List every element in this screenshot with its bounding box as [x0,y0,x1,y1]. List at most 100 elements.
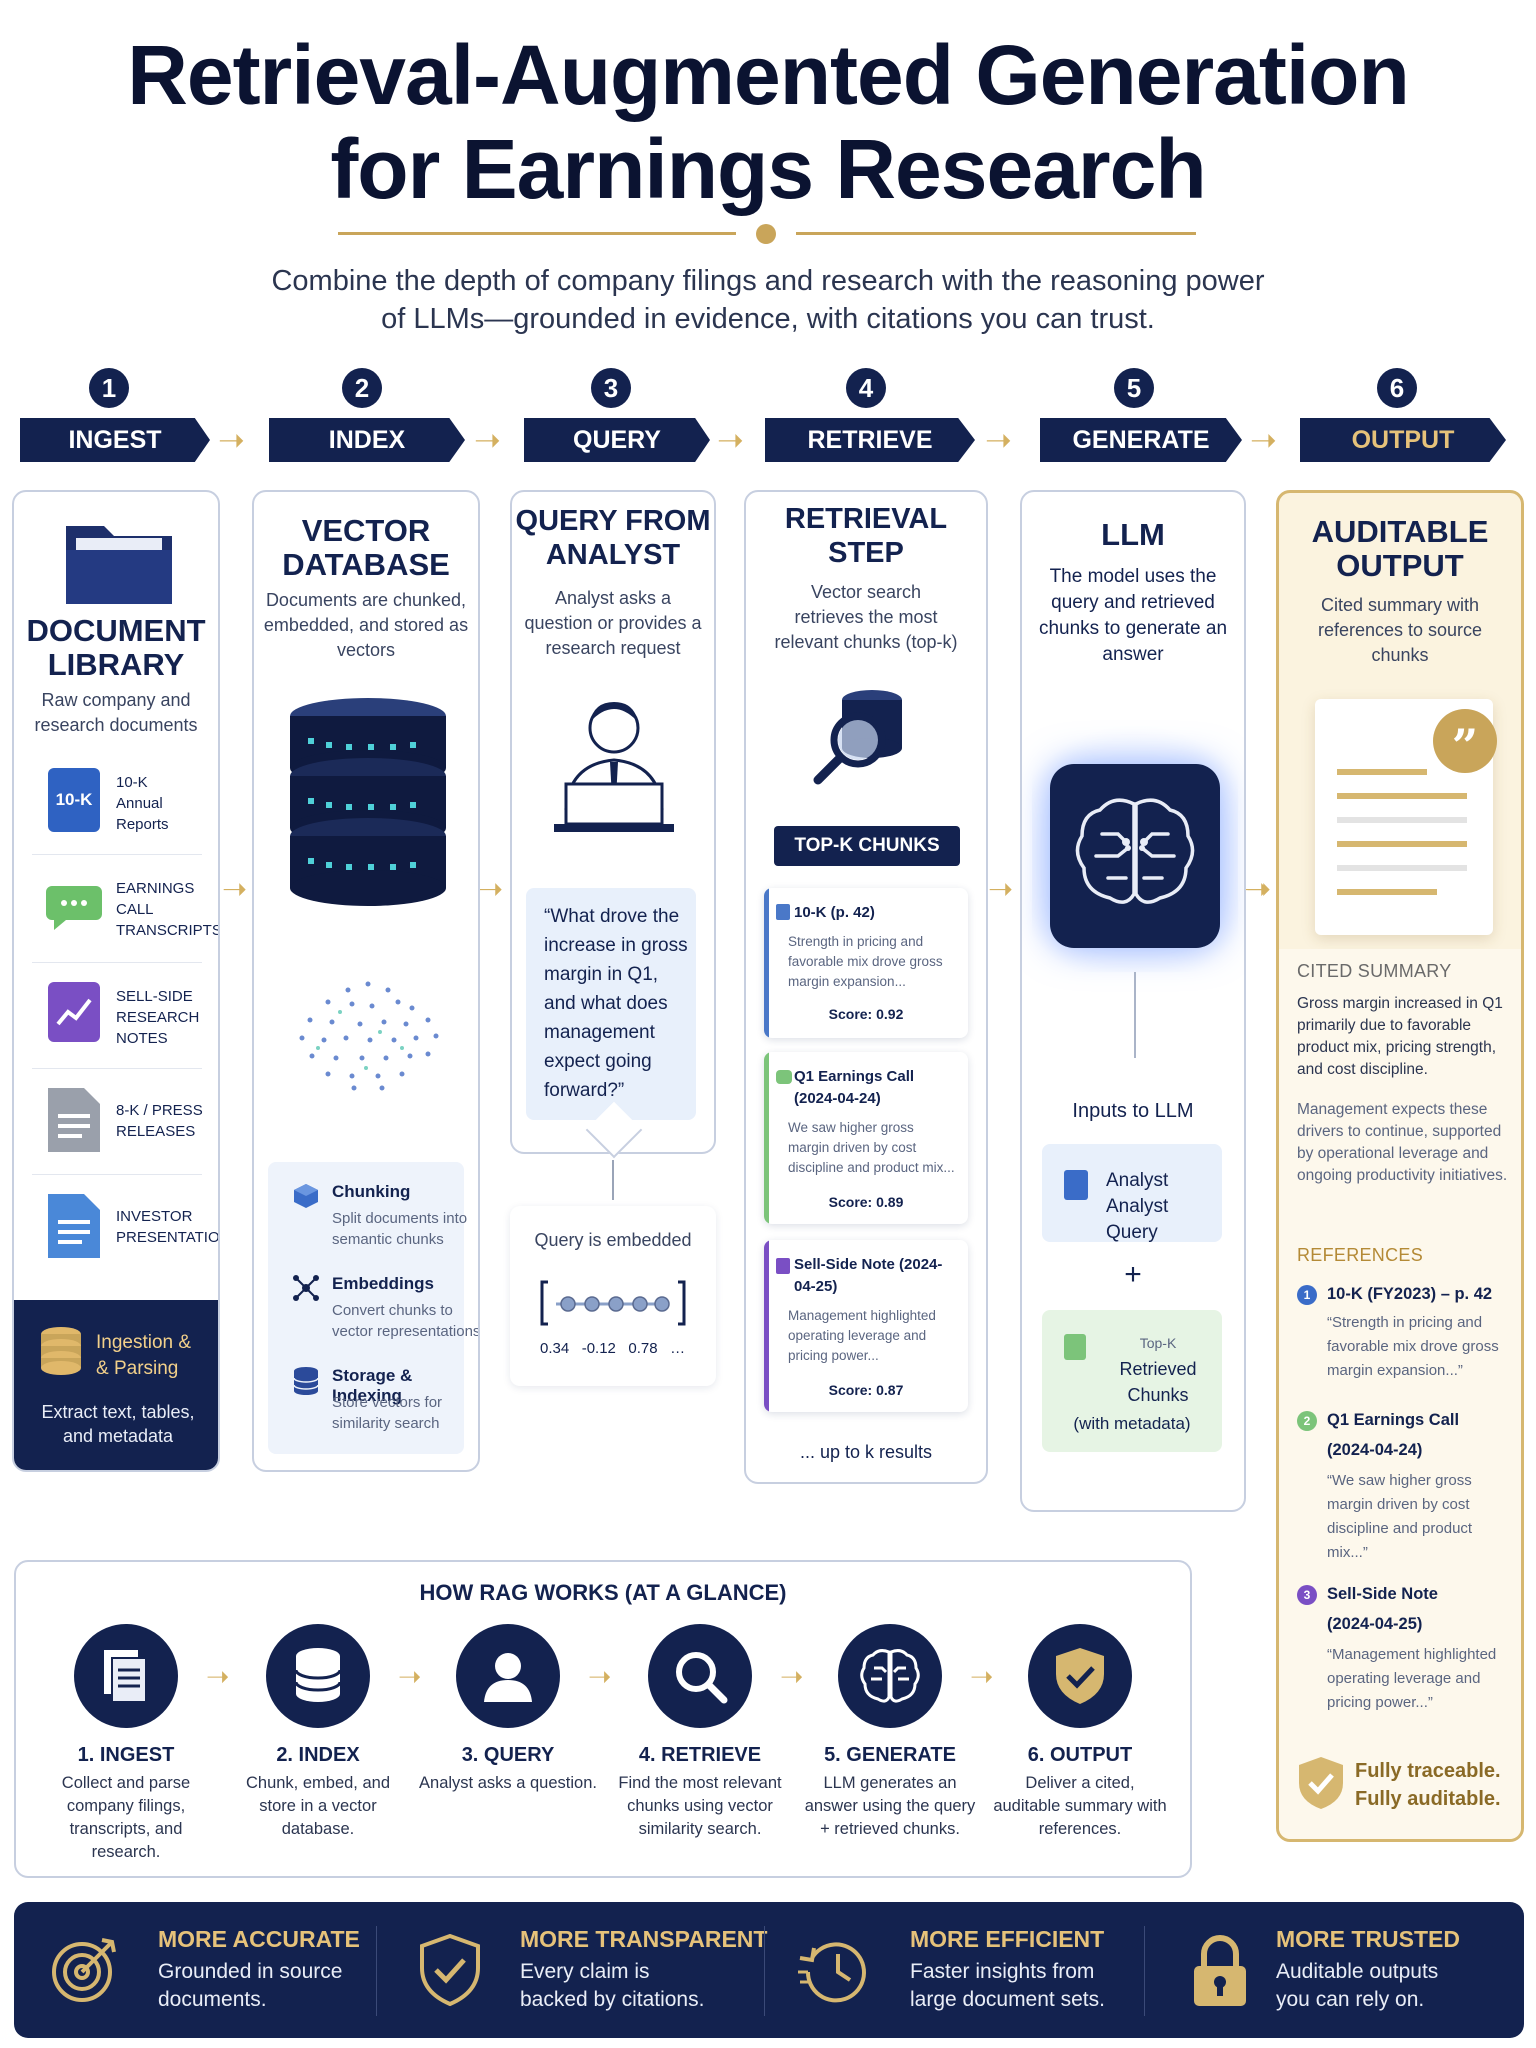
how-rag-works-title: HOW RAG WORKS (AT A GLANCE) [419,1580,787,1605]
glance-arrow-icon: ➝ [206,1661,230,1692]
doc-label-line: CALL [116,901,154,918]
document-library-desc: Raw company and research documents [34,690,198,735]
chart-trend-icon [48,982,100,1042]
benefit-desc: Grounded in source documents. [158,1960,343,2011]
doc-label-line: TRANSCRIPTS [116,922,220,939]
doc-item-press-releases[interactable]: 8-K / PRESS RELEASES [32,1082,212,1158]
feature-title: Storage & Indexing [332,1366,413,1405]
feature-desc: Split documents into semantic chunks [332,1210,468,1248]
chunk-score: Score: 0.87 [828,1382,904,1398]
title-line-2: for Earnings Research [330,122,1206,216]
references-label: REFERENCES [1297,1245,1424,1265]
cube-icon [294,1184,318,1208]
chunk-card-3[interactable]: Sell-Side Note (2024-04-25) Management h… [764,1240,968,1412]
glance-step-desc: LLM generates an answer using the query … [804,1774,976,1838]
output-title: AUDITABLE OUTPUT [1279,515,1521,583]
chunk-text: Strength in pricing and favorable mix dr… [788,934,943,989]
output-summary-area [1279,949,1521,1839]
doc-label-line: 10-K [116,774,148,791]
query-embedded-label: Query is embedded [534,1230,692,1250]
reference-number: 1 [1297,1285,1317,1305]
input-label: Analyst Analyst Query [1106,1168,1222,1246]
glance-retrieve-icon [648,1624,752,1728]
flow-arrow-icon: ➝ [1244,873,1270,906]
glance-arrow-icon: ➝ [970,1661,994,1692]
trace-line: Fully auditable. [1355,1788,1501,1810]
step-banner-query: QUERY [524,418,710,462]
ingestion-parsing-box: Ingestion & & Parsing Extract text, tabl… [14,1300,218,1470]
llm-panel: LLM The model uses the query and retriev… [1020,490,1246,1512]
chunk-card-1[interactable]: 10-K (p. 42) Strength in pricing and fav… [764,888,968,1038]
lock-icon [1194,1935,1246,2006]
subtitle-line-2: of LLMs—grounded in evidence, with citat… [381,303,1155,335]
doc-item-earnings-transcripts[interactable]: EARNINGS CALL TRANSCRIPTS [32,868,218,944]
text-line [1337,769,1427,775]
analyst-question: “What drove the increase in gross margin… [544,906,688,1101]
glance-index-icon [266,1624,370,1728]
input-label-line: Chunks [1127,1385,1189,1405]
chat-bubble-icon [46,886,102,930]
input-analyst-query: Analyst Analyst Query [1042,1144,1222,1243]
glance-step-desc: Analyst asks a question. [419,1774,597,1792]
step-number-3: 3 [591,368,631,408]
llm-chip [1050,764,1220,948]
doc-item-10k[interactable]: 10-K 10-K Annual Reports [32,762,212,838]
reference-title[interactable]: 10-K (FY2023) – p. 42 [1327,1285,1493,1303]
feature-title: Embeddings [332,1274,435,1293]
input-label: Top-K Retrieved Chunks [1098,1330,1218,1408]
step-banner-output: OUTPUT [1300,418,1506,462]
user-icon [484,1653,532,1702]
database-icon [41,1327,81,1375]
plus-icon: + [1124,1258,1142,1291]
glance-query-icon [456,1624,560,1728]
query-embedded-box: Query is embedded 0.34 -0.12 0.78 … [510,1206,716,1386]
divider [376,1926,377,2016]
doc-item-sell-side-research[interactable]: SELL-SIDE RESEARCH NOTES [32,976,212,1052]
divider [1144,1926,1145,2016]
input-label-line: Analyst [1106,1170,1169,1191]
retrieval-title: RETRIEVAL STEP [746,502,986,570]
reference-title[interactable]: Sell-Side Note (2024-04-25) [1327,1585,1438,1633]
inputs-to-llm-label: Inputs to LLM [1072,1100,1194,1122]
vector-database-desc: Documents are chunked, embedded, and sto… [263,590,469,660]
input-label-line: Top-K [1139,1335,1177,1351]
glance-arrow-icon: ➝ [588,1661,612,1692]
chunk-card-2[interactable]: Q1 Earnings Call (2024-04-24) We saw hig… [764,1052,968,1224]
chunk-accent-bar [764,1052,769,1224]
reference-title[interactable]: Q1 Earnings Call (2024-04-24) [1327,1411,1460,1459]
text-line [1337,889,1437,895]
document-icon [1064,1170,1088,1200]
title-line: VECTOR [301,513,431,548]
step-arrow-icon: ➝ [717,422,744,458]
doc-label-line: EARNINGS [116,880,195,897]
step-banner-retrieve: RETRIEVE [765,418,975,462]
step-banner-ingest: INGEST [20,418,210,462]
query-panel: QUERY FROM ANALYST Analyst asks a questi… [510,490,716,1159]
note-icon [776,1258,790,1274]
doc-label: 8-K / PRESS RELEASES [116,1100,203,1142]
database-stack-icon [290,698,446,906]
doc-label-line: SELL-SIDE [116,988,193,1005]
doc-label: 10-K Annual Reports [116,772,169,835]
output-desc: Cited summary with references to source … [1317,595,1483,665]
shield-check-icon [420,1934,480,2007]
connector-line [612,1160,614,1200]
analyst-question-box: “What drove the increase in gross margin… [526,888,696,1120]
trace-line: Fully traceable. [1355,1760,1501,1782]
step-arrow-icon: ➝ [218,422,245,458]
doc-label-line: 8-K / PRESS [116,1102,203,1119]
document-icon [776,904,790,920]
vector-database-title: VECTOR DATABASE [254,514,478,582]
input-label-line: Retrieved [1119,1359,1197,1379]
search-database-icon [813,690,902,785]
feature-title: Chunking [332,1182,411,1201]
document-icon [1064,1334,1086,1360]
doc-label-line: Reports [116,816,169,833]
brain-icon [860,1649,920,1703]
page-subtitle: Combine the depth of company filings and… [200,262,1336,338]
feature-desc: Convert chunks to vector representations [332,1302,480,1340]
title-line: ANALYST [545,539,681,571]
glance-step-name: 5. GENERATE [824,1744,956,1766]
doc-item-investor-presentations[interactable]: INVESTOR PRESENTATIONS [32,1188,218,1264]
more-results-label: ... up to k results [799,1442,933,1462]
